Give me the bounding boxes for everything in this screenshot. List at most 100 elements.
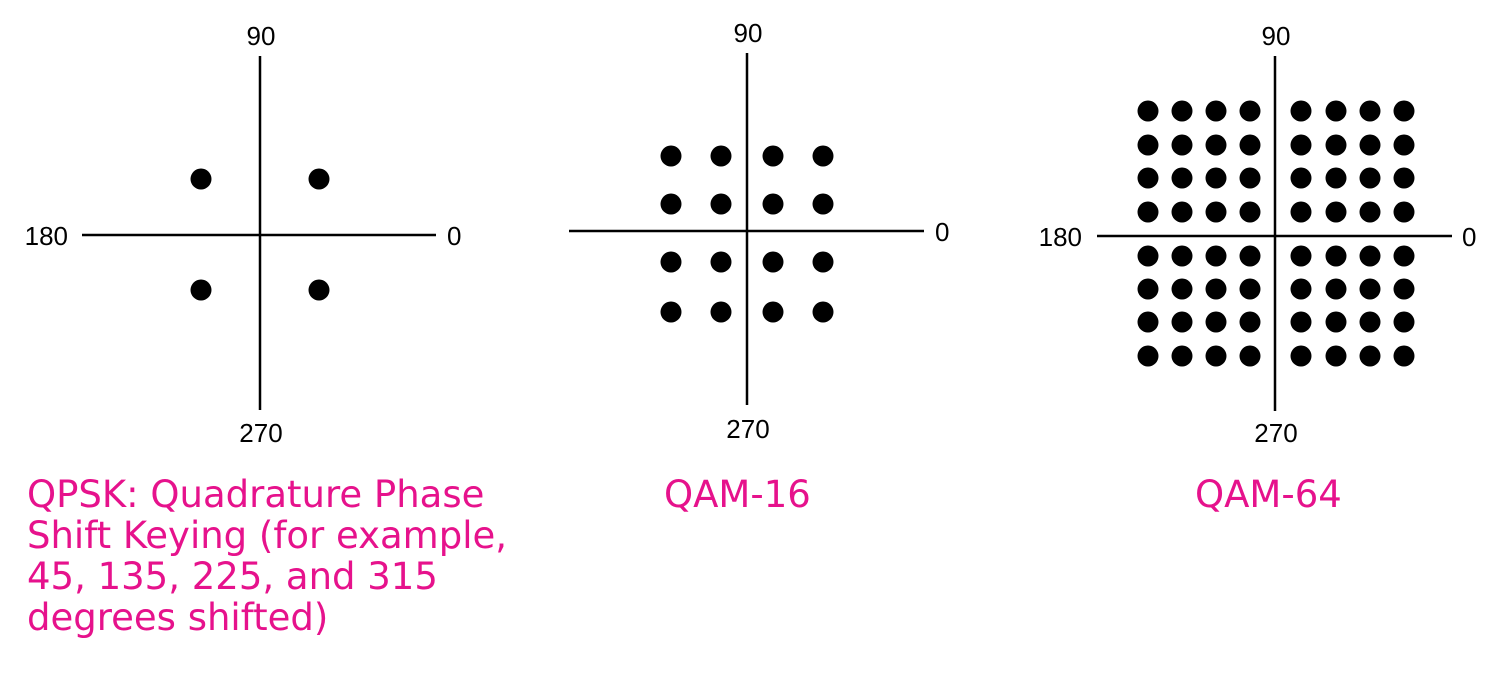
qam16-point [812,145,834,167]
qam64-label-0: 0 [1462,222,1476,252]
qam16-point [762,251,784,273]
qam16-label-90: 90 [734,18,763,48]
qam16-point [660,145,682,167]
qam64-point [1171,345,1193,367]
qam64-point [1359,134,1381,156]
qam64-point [1393,134,1415,156]
qam64-point [1290,134,1312,156]
qam64-point [1205,100,1227,122]
qam16-point [660,251,682,273]
qpsk-points [190,168,330,301]
qam64-point [1239,100,1261,122]
qam64-point [1205,245,1227,267]
qam64-label-90: 90 [1262,21,1291,51]
qpsk-point [308,168,330,190]
qam64-caption: QAM-64 [1195,474,1342,515]
qam16-caption-line: QAM-16 [664,473,811,516]
qam64-point [1393,167,1415,189]
qam16-point [762,301,784,323]
qam16-label-0: 0 [935,217,949,247]
qam64-point [1325,201,1347,223]
qam64-point [1359,311,1381,333]
qam64-point [1171,134,1193,156]
qam64-points [1137,100,1415,367]
qam16-point [762,145,784,167]
qam64-point [1290,311,1312,333]
qpsk-label-270: 270 [239,418,282,448]
qpsk-caption: QPSK: Quadrature Phase Shift Keying (for… [27,474,507,638]
qam64-point [1359,167,1381,189]
qam64-point [1171,278,1193,300]
qam64-point [1205,311,1227,333]
qam16-point [762,193,784,215]
qpsk-point [190,168,212,190]
qam64-point [1393,278,1415,300]
qam64-point [1137,201,1159,223]
qpsk-label-0: 0 [447,221,461,251]
qam64-point [1325,100,1347,122]
qam64-point [1137,345,1159,367]
qam64-point [1325,278,1347,300]
qam64-label-270: 270 [1254,418,1297,448]
qam64-point [1137,278,1159,300]
qam64-point [1393,245,1415,267]
qam16-caption: QAM-16 [664,474,811,515]
qam64-point [1325,245,1347,267]
qam16-point [812,193,834,215]
qam64-point [1239,167,1261,189]
qpsk-caption-line: Shift Keying (for example, [27,514,508,557]
qpsk-point [190,279,212,301]
qam64-point [1393,100,1415,122]
qam64-point [1137,134,1159,156]
qam64-point [1239,201,1261,223]
qam64-point [1325,345,1347,367]
qam64-point [1325,311,1347,333]
qam64-point [1325,134,1347,156]
qam64-point [1171,201,1193,223]
qam64-point [1137,311,1159,333]
qpsk-point [308,279,330,301]
qam64-point [1239,345,1261,367]
qam16-label-270: 270 [726,414,769,444]
qam64-point [1239,245,1261,267]
qam64-point [1290,100,1312,122]
qam64-point [1239,134,1261,156]
qam64-point [1205,167,1227,189]
qam64-point [1205,201,1227,223]
qam64-point [1137,100,1159,122]
qpsk-label-90: 90 [247,21,276,51]
qam16-point [660,193,682,215]
qpsk-label-180: 180 [25,221,68,251]
qam64-point [1171,245,1193,267]
qam64-diagram: 90 180 0 270 [1039,21,1477,448]
qam64-point [1359,201,1381,223]
qpsk-diagram: 90 180 0 270 [25,21,462,448]
qam64-point [1393,201,1415,223]
qam64-point [1205,345,1227,367]
qam64-point [1290,278,1312,300]
qam64-point [1171,167,1193,189]
qam64-point [1171,100,1193,122]
qam64-point [1290,345,1312,367]
qam64-point [1359,245,1381,267]
qam16-point [710,301,732,323]
qam64-point [1393,311,1415,333]
qam64-point [1239,278,1261,300]
qam64-point [1359,278,1381,300]
qam64-point [1359,345,1381,367]
qam64-point [1393,345,1415,367]
qam16-point [812,301,834,323]
qam16-point [710,193,732,215]
qam64-point [1205,278,1227,300]
qam64-point [1137,167,1159,189]
qpsk-caption-line: QPSK: Quadrature Phase [27,473,485,516]
qam64-point [1290,245,1312,267]
qam16-point [812,251,834,273]
qpsk-caption-line: degrees shifted) [27,596,329,639]
qam64-label-180: 180 [1039,222,1082,252]
qam64-point [1137,245,1159,267]
qam64-point [1239,311,1261,333]
qam16-point [710,145,732,167]
qam64-point [1290,167,1312,189]
